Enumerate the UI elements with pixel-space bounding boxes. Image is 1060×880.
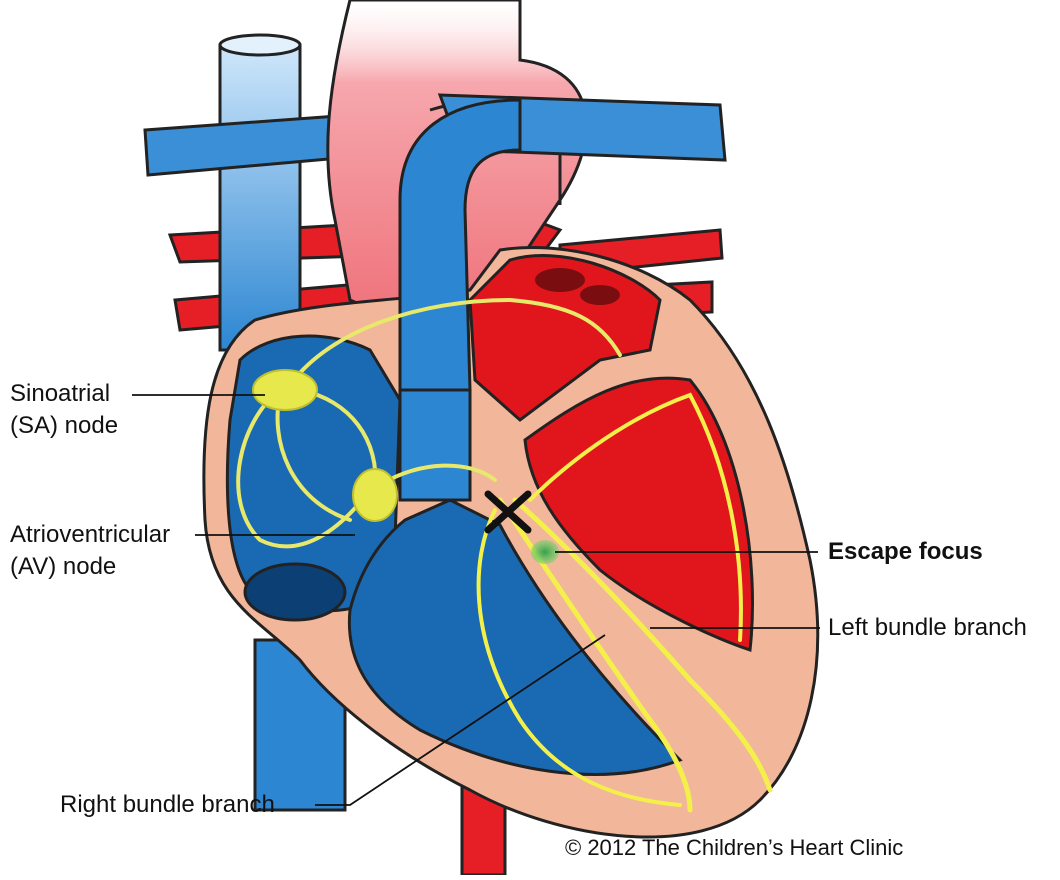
- sa-node: [253, 370, 317, 410]
- av-node: [353, 469, 397, 521]
- superior-vena-cava: [220, 35, 300, 350]
- sa-node-label-line1: Sinoatrial: [10, 378, 118, 410]
- left-bundle-branch-label: Left bundle branch: [828, 612, 1027, 644]
- av-node-label-line1: Atrioventricular: [10, 519, 170, 551]
- av-node-label: Atrioventricular (AV) node: [10, 519, 170, 583]
- sa-node-label: Sinoatrial (SA) node: [10, 378, 118, 442]
- copyright-notice: © 2012 The Children’s Heart Clinic: [565, 835, 903, 861]
- sa-node-label-line2: (SA) node: [10, 410, 118, 442]
- pulmonary-trunk: [400, 390, 470, 500]
- escape-focus-label: Escape focus: [828, 536, 983, 568]
- av-node-label-line2: (AV) node: [10, 551, 170, 583]
- right-bundle-branch-label: Right bundle branch: [60, 789, 275, 821]
- escape-focus-marker: [531, 540, 559, 564]
- ivc-opening: [245, 564, 345, 620]
